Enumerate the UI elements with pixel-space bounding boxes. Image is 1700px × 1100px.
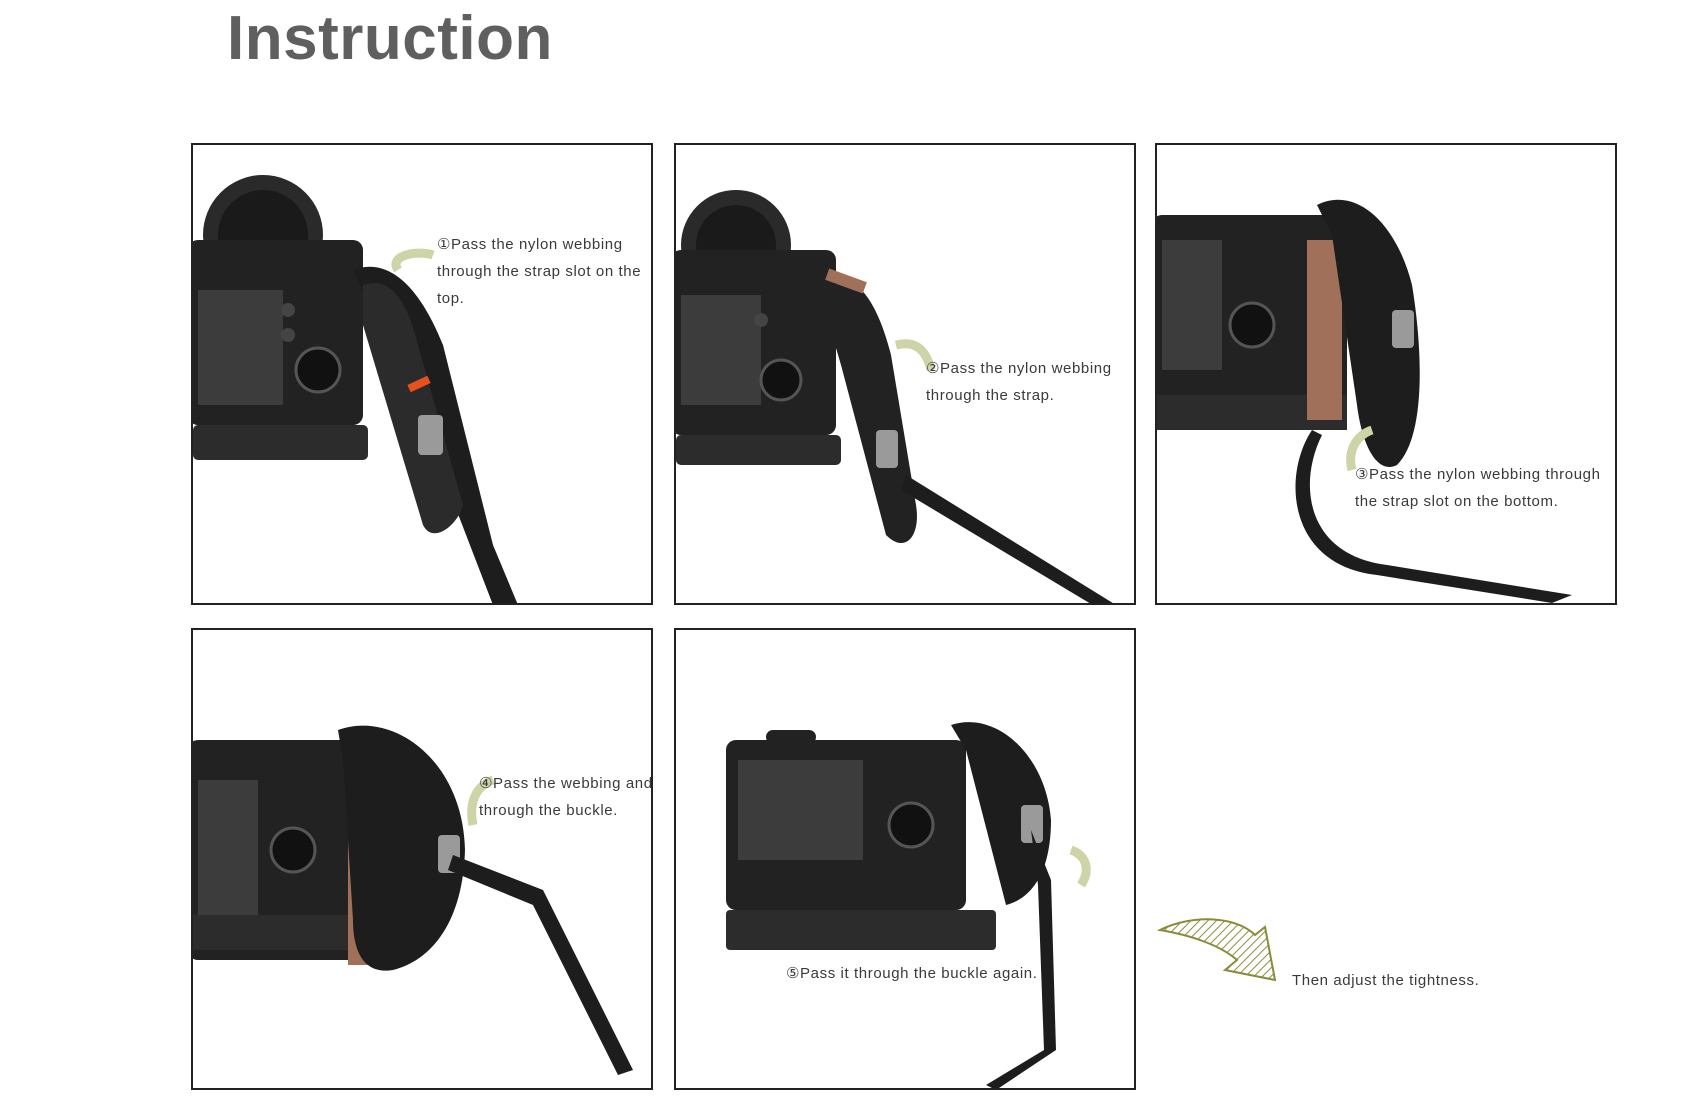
step-5-caption: ⑤Pass it through the buckle again.	[786, 965, 1038, 982]
camera-strap-illustration-step-1	[193, 175, 518, 603]
camera-strap-illustration-step-3	[1157, 199, 1572, 603]
step-3-caption: ③Pass the nylon webbing through the stra…	[1355, 466, 1601, 510]
step-2-caption: ②Pass the nylon webbing through the stra…	[926, 360, 1112, 404]
step-5-panel: ⑤Pass it through the buckle again.	[674, 628, 1136, 1090]
curved-arrow-icon	[1156, 918, 1277, 982]
page-title: Instruction	[227, 4, 553, 73]
camera-strap-illustration-step-4	[193, 725, 633, 1075]
step-2-panel: ②Pass the nylon webbing through the stra…	[674, 143, 1136, 605]
camera-strap-illustration-step-2	[676, 190, 1113, 603]
step-4-caption: ④Pass the webbing and through the buckle…	[479, 775, 653, 819]
step-1-panel: ①Pass the nylon webbing through the stra…	[191, 143, 653, 605]
step-3-panel: ③Pass the nylon webbing through the stra…	[1155, 143, 1617, 605]
step-4-panel: ④Pass the webbing and through the buckle…	[191, 628, 653, 1090]
step-1-caption: ①Pass the nylon webbing through the stra…	[437, 236, 642, 307]
final-caption: Then adjust the tightness.	[1292, 972, 1480, 989]
camera-strap-illustration-step-5	[726, 722, 1091, 1088]
